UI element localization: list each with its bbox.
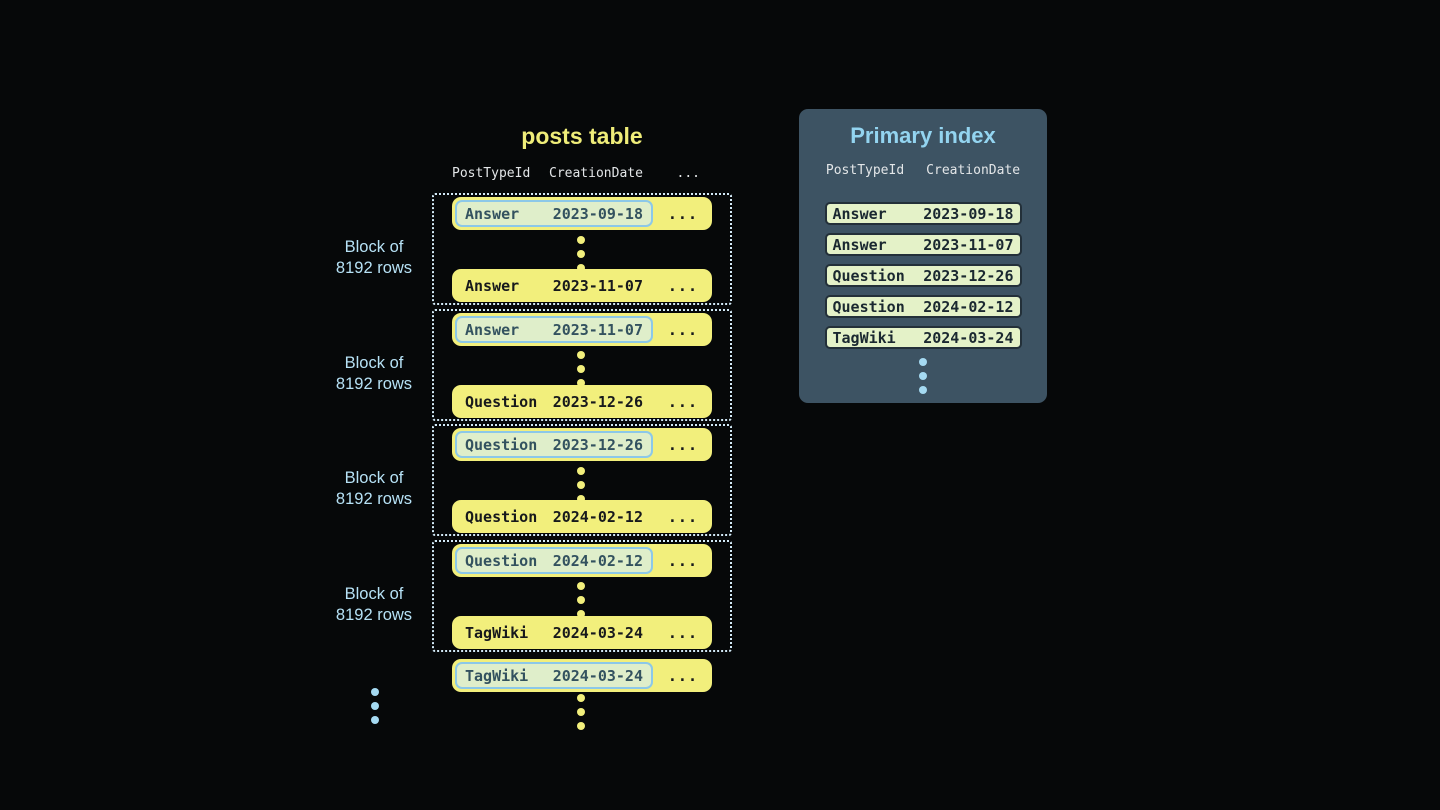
column-header-creationdate: CreationDate (549, 166, 643, 181)
creation-date-value: 2024-02-12 (552, 507, 643, 526)
row-block-outline-1 (432, 193, 732, 305)
primary-index-panel: Primary index PostTypeId CreationDate An… (799, 109, 1047, 403)
index-entry: TagWiki 2024-03-24 (824, 326, 1022, 349)
block-label-line1: Block of (344, 585, 404, 603)
index-entry: Answer 2023-11-07 (824, 233, 1022, 256)
row-values: Question 2023-12-26 (455, 388, 653, 415)
posts-table-title: posts table (521, 123, 643, 149)
post-type-value: Question (832, 266, 905, 285)
vertical-ellipsis-rows (577, 582, 585, 618)
block-label-line1: Block of (344, 238, 404, 256)
block-label-2: Block of 8192 rows (312, 353, 436, 395)
column-header-posttypeid: PostTypeId (452, 166, 531, 181)
post-type-value: TagWiki (832, 328, 896, 347)
primary-index-column-headers: PostTypeId CreationDate (799, 163, 1047, 179)
row-values: TagWiki 2024-03-24 (455, 619, 653, 646)
row-values: Question 2024-02-12 (455, 503, 653, 530)
row-ellipsis: ... (667, 320, 698, 339)
table-row: Answer 2023-11-07 ... (452, 269, 712, 302)
post-type-value: Answer (832, 235, 887, 254)
index-entry: Question 2023-12-26 (824, 264, 1022, 287)
row-ellipsis: ... (667, 276, 698, 295)
post-type-value: TagWiki (465, 623, 529, 642)
index-entry: Answer 2023-09-18 (824, 202, 1022, 225)
row-ellipsis: ... (667, 623, 698, 642)
row-block-outline-2 (432, 309, 732, 421)
indexed-first-row-highlight: Question 2024-02-12 (455, 547, 653, 574)
creation-date-value: 2023-09-18 (552, 204, 643, 223)
vertical-ellipsis-rows (577, 236, 585, 272)
posts-table-column-headers: PostTypeId CreationDate ... (452, 166, 712, 181)
creation-date-value: 2024-03-24 (552, 623, 643, 642)
block-label-line2: 8192 rows (335, 606, 413, 624)
block-label-line1: Block of (344, 469, 404, 487)
table-row: Answer 2023-11-07 ... (452, 313, 712, 346)
row-ellipsis: ... (667, 507, 698, 526)
block-label-line1: Block of (344, 354, 404, 372)
column-header-creationdate: CreationDate (926, 163, 1021, 178)
table-row: TagWiki 2024-03-24 ... (452, 659, 712, 692)
post-type-value: Question (465, 435, 538, 454)
post-type-value: Answer (465, 204, 520, 223)
vertical-ellipsis-more-blocks (371, 688, 379, 724)
post-type-value: TagWiki (465, 666, 529, 685)
row-ellipsis: ... (667, 392, 698, 411)
index-entry: Question 2024-02-12 (824, 295, 1022, 318)
block-label-3: Block of 8192 rows (312, 468, 436, 510)
post-type-value: Answer (465, 320, 520, 339)
vertical-ellipsis-more-rows (577, 694, 585, 730)
post-type-value: Question (465, 507, 538, 526)
creation-date-value: 2024-03-24 (923, 328, 1014, 347)
table-row: Answer 2023-09-18 ... (452, 197, 712, 230)
indexed-first-row-highlight: Question 2023-12-26 (455, 431, 653, 458)
vertical-ellipsis-rows (577, 467, 585, 503)
indexed-first-row-highlight: Answer 2023-11-07 (455, 316, 653, 343)
block-label-1: Block of 8192 rows (312, 237, 436, 279)
primary-index-title: Primary index (850, 123, 996, 148)
vertical-ellipsis-rows (577, 351, 585, 387)
creation-date-value: 2023-12-26 (552, 392, 643, 411)
post-type-value: Question (832, 297, 905, 316)
creation-date-value: 2023-12-26 (552, 435, 643, 454)
post-type-value: Question (465, 551, 538, 570)
post-type-value: Question (465, 392, 538, 411)
creation-date-value: 2023-11-07 (923, 235, 1014, 254)
block-label-4: Block of 8192 rows (312, 584, 436, 626)
table-row: Question 2024-02-12 ... (452, 544, 712, 577)
table-row: TagWiki 2024-03-24 ... (452, 616, 712, 649)
creation-date-value: 2023-12-26 (923, 266, 1014, 285)
column-header-ellipsis: ... (676, 166, 700, 181)
creation-date-value: 2023-11-07 (552, 320, 643, 339)
post-type-value: Answer (465, 276, 520, 295)
row-block-outline-4 (432, 540, 732, 652)
row-ellipsis: ... (667, 666, 698, 685)
creation-date-value: 2024-02-12 (923, 297, 1014, 316)
creation-date-value: 2023-11-07 (552, 276, 643, 295)
row-block-outline-3 (432, 424, 732, 536)
block-label-line2: 8192 rows (335, 375, 413, 393)
table-row: Question 2023-12-26 ... (452, 428, 712, 461)
creation-date-value: 2024-02-12 (552, 551, 643, 570)
indexed-first-row-highlight: TagWiki 2024-03-24 (455, 662, 653, 689)
post-type-value: Answer (832, 204, 887, 223)
row-ellipsis: ... (667, 204, 698, 223)
row-values: Answer 2023-11-07 (455, 272, 653, 299)
table-row: Question 2024-02-12 ... (452, 500, 712, 533)
creation-date-value: 2023-09-18 (923, 204, 1014, 223)
block-label-line2: 8192 rows (335, 490, 413, 508)
creation-date-value: 2024-03-24 (552, 666, 643, 685)
row-ellipsis: ... (667, 551, 698, 570)
vertical-ellipsis-more-index-entries (919, 358, 927, 394)
column-header-posttypeid: PostTypeId (825, 163, 905, 178)
indexed-first-row-highlight: Answer 2023-09-18 (455, 200, 653, 227)
row-ellipsis: ... (667, 435, 698, 454)
block-label-line2: 8192 rows (335, 259, 413, 277)
table-row: Question 2023-12-26 ... (452, 385, 712, 418)
